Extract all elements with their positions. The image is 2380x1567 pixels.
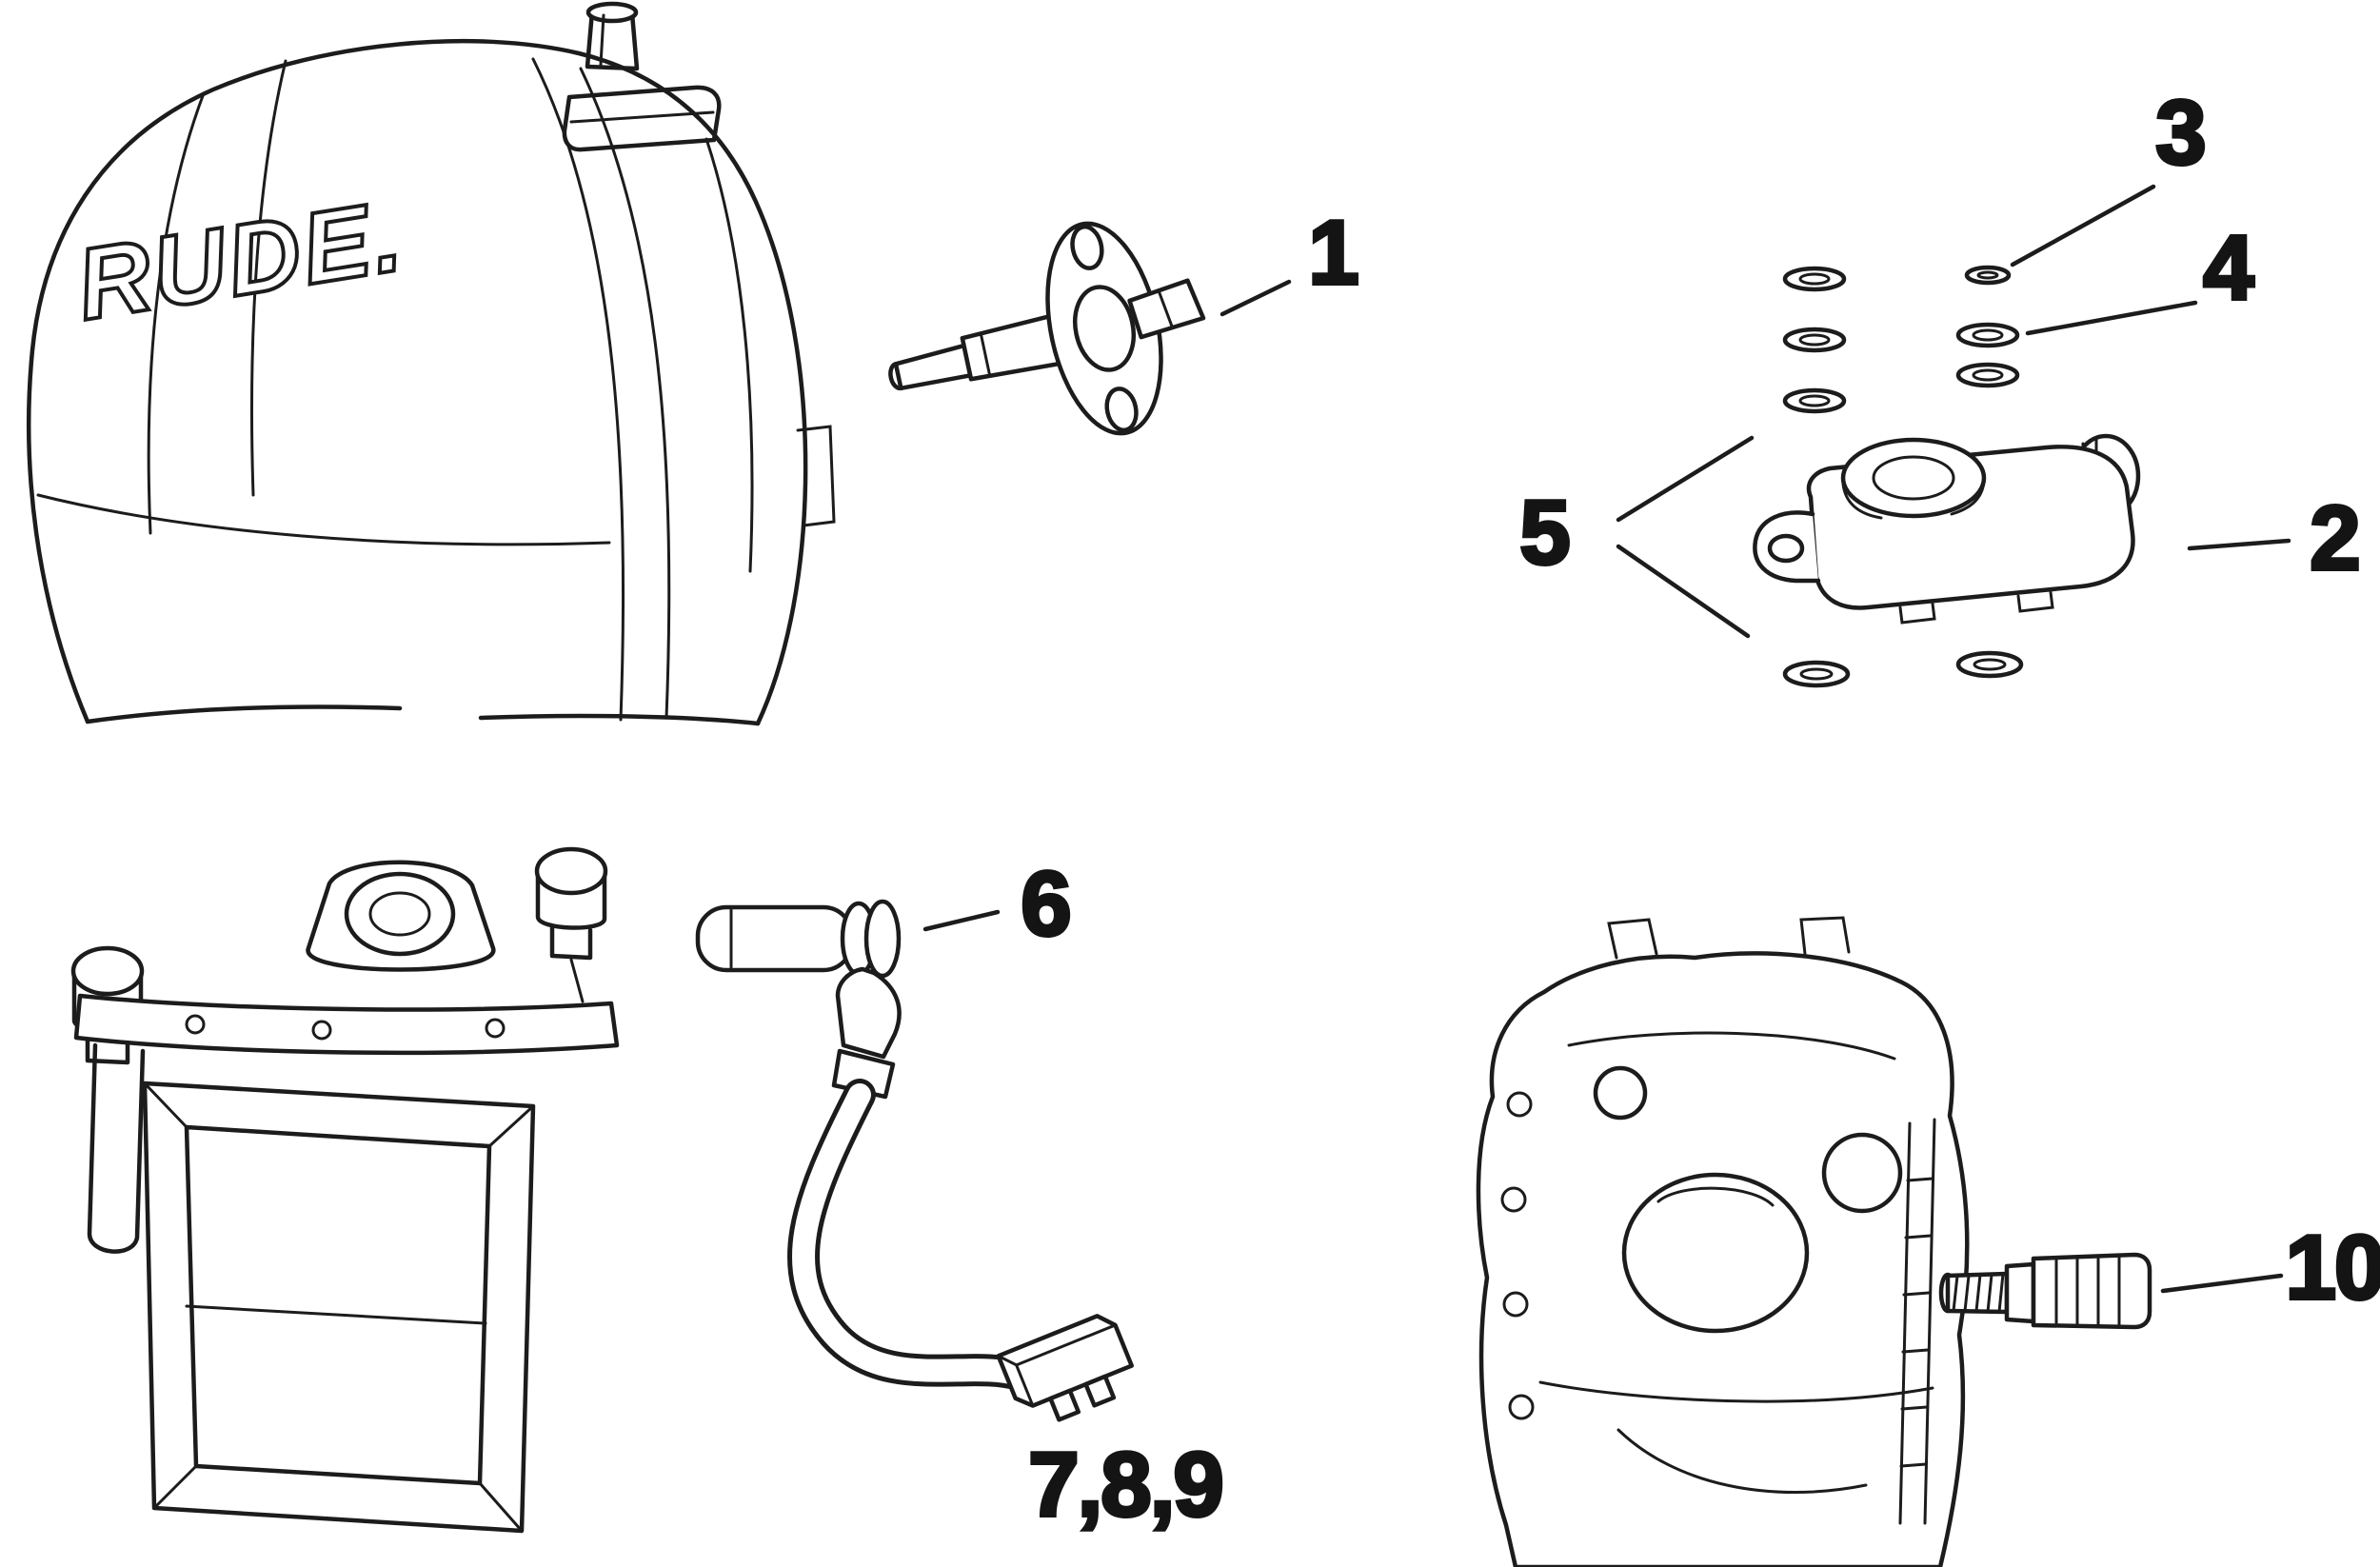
callout-2-leader — [2187, 538, 2291, 551]
callout-6: 6 — [1019, 851, 1073, 957]
callout-3-leader — [2010, 184, 2156, 268]
callout-6-leader — [922, 909, 1001, 932]
washer — [1955, 362, 2020, 388]
washer — [1782, 266, 1847, 292]
o-ring — [1964, 265, 2012, 286]
callout-10-leader — [2160, 1273, 2284, 1294]
callout-3: 3 — [2153, 80, 2208, 186]
callout-5: 5 — [1517, 480, 1572, 585]
engine-section-illustration — [1476, 916, 1970, 1567]
part-6-sensor-illustration — [695, 899, 1134, 1422]
washer — [1782, 327, 1847, 353]
cowl-logo-text: RUDE. — [69, 179, 411, 341]
washer — [1955, 650, 2024, 679]
callout-2: 2 — [2308, 486, 2362, 591]
engine-bracket-illustration — [70, 846, 620, 1534]
part-1-sensor-illustration — [888, 221, 1206, 436]
part-2-sensor-illustration — [1753, 433, 2141, 625]
callout-4-leader — [2025, 300, 2198, 336]
callout-1: 1 — [1306, 200, 1360, 306]
callout-10: 10 — [2284, 1215, 2380, 1320]
washer — [1955, 322, 2020, 348]
seal-washers-illustration — [1782, 265, 2024, 688]
callout-4: 4 — [2201, 215, 2255, 321]
callout-7-8-9: 7,8,9 — [1026, 1432, 1226, 1537]
part-10-sensor-illustration — [1938, 1252, 2152, 1330]
washer — [1782, 387, 1847, 414]
washer — [1782, 660, 1851, 688]
callout-1-leader — [1220, 279, 1292, 317]
engine-cowl-illustration: RUDE. — [27, 1, 836, 726]
callout-5-bracket — [1616, 435, 1755, 639]
